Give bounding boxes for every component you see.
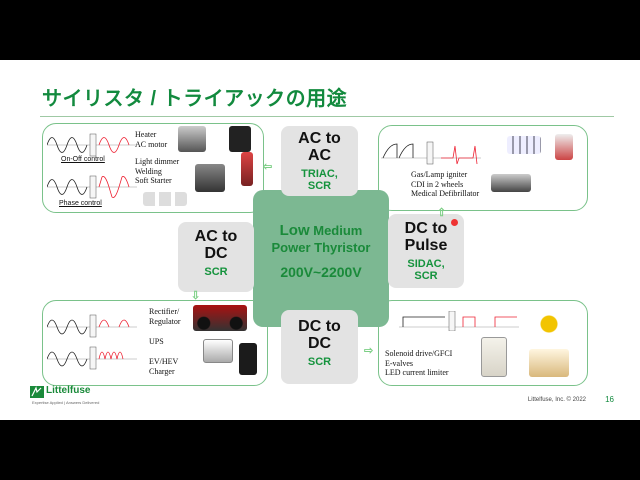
tile-dc-pulse-heading: DC to Pulse xyxy=(404,220,448,254)
tile-ac-dc-heading: AC to DC xyxy=(194,228,238,262)
low-medium-power-thyristor-block: Low Medium Power Thyristor 200V~2200V xyxy=(253,190,389,327)
waveform-on-off-icon xyxy=(47,133,137,157)
copyright-text: Littelfuse, Inc. © 2022 xyxy=(527,397,586,403)
ups-text: UPS xyxy=(149,337,164,346)
charger-waveform-icon xyxy=(47,346,137,370)
tile-ac-dc-device: SCR xyxy=(204,266,228,278)
center-voltage-range: 200V~2200V xyxy=(280,264,362,280)
thermostat-image xyxy=(229,126,251,152)
pulse-waveform-icon xyxy=(381,141,481,165)
littelfuse-logo-icon xyxy=(30,386,44,398)
tile-dc-dc-heading: DC to DC xyxy=(298,318,341,352)
gfci-outlet-image xyxy=(481,337,507,377)
phase-control-label: Phase control xyxy=(59,200,102,207)
arrow-right-icon: ⇨ xyxy=(364,345,374,357)
water-heater-image xyxy=(555,134,573,160)
on-off-control-label: On-Off control xyxy=(61,156,105,163)
arrow-left-icon: ⇦ xyxy=(263,161,273,173)
tile-ac-ac-device: TRIAC, SCR xyxy=(301,168,338,192)
slide: サイリスタ / トライアックの用途 On-Off control Phase c… xyxy=(0,60,640,420)
dc-waveform-icon xyxy=(399,311,519,331)
tile-dc-to-dc: DC to DC SCR xyxy=(281,310,358,384)
arrow-up-icon: ⇧ xyxy=(437,207,447,219)
tile-dc-pulse-device: SIDAC, SCR xyxy=(407,258,445,282)
solenoid-text: Solenoid drive/GFCI E-valves LED current… xyxy=(385,349,453,377)
arrow-down-icon: ⇩ xyxy=(191,290,201,302)
led-ceiling-image xyxy=(529,349,569,377)
yellow-cord-image xyxy=(529,309,569,339)
igniter-cdi-text: Gas/Lamp igniter CDI in 2 wheels Medical… xyxy=(411,170,480,198)
heater-motor-text: Heater AC motor xyxy=(135,130,168,149)
panel-ac-dc-applications: Rectifier/ Regulator UPS EV/HEV Charger xyxy=(42,300,268,386)
tile-dc-dc-device: SCR xyxy=(307,356,332,368)
panel-dc-pulse-applications: Gas/Lamp igniter CDI in 2 wheels Medical… xyxy=(378,125,588,211)
tile-ac-to-dc: AC to DC SCR xyxy=(178,222,254,292)
tile-dc-to-pulse: DC to Pulse SIDAC, SCR xyxy=(388,214,464,288)
slide-title: サイリスタ / トライアックの用途 xyxy=(42,88,348,110)
waveform-phase-icon xyxy=(47,175,137,199)
motorcycle-image xyxy=(193,305,247,331)
center-line1: Low Medium xyxy=(279,222,363,239)
page-number: 16 xyxy=(605,395,614,404)
panel-ac-ac-applications: On-Off control Phase control Heater AC m… xyxy=(42,123,264,213)
washing-machine-image xyxy=(195,164,225,192)
ev-charger-text: EV/HEV Charger xyxy=(149,357,179,376)
brand-name: Littelfuse xyxy=(46,385,91,396)
coffee-machine-image xyxy=(178,126,206,152)
title-divider xyxy=(40,116,614,117)
cursor-dot-icon xyxy=(451,219,458,226)
brand-tagline: Expertise Applied | Answers Delivered xyxy=(32,400,100,405)
rectifier-text: Rectifier/ Regulator xyxy=(149,307,181,326)
rectifier-waveform-icon xyxy=(47,314,137,338)
tile-ac-to-ac: AC to AC TRIAC, SCR xyxy=(281,126,358,196)
tile-ac-ac-heading: AC to AC xyxy=(298,130,341,164)
center-line2: Power Thyristor xyxy=(271,240,371,255)
switch-panels-image xyxy=(143,192,187,206)
led-tubes-image xyxy=(507,136,541,154)
gas-stove-image xyxy=(491,174,531,192)
panel-dc-dc-applications: Solenoid drive/GFCI E-valves LED current… xyxy=(378,300,588,386)
ups-unit-image xyxy=(239,343,257,375)
ev-charger-image xyxy=(203,339,233,363)
dimmer-welding-text: Light dimmer Welding Soft Starter xyxy=(135,157,180,185)
blender-image xyxy=(241,152,253,186)
